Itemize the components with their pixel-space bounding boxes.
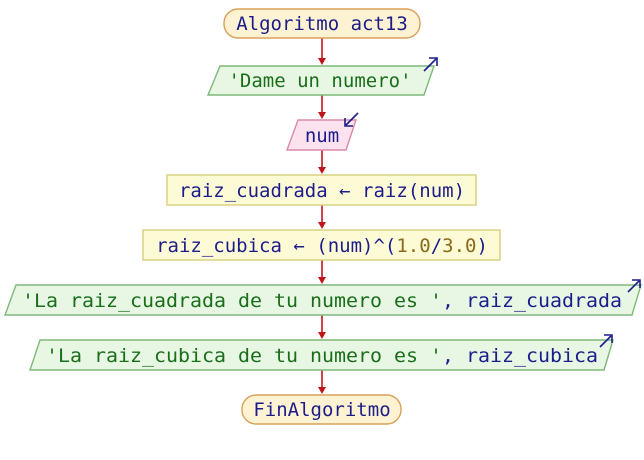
start-terminal-text: Algoritmo act13 <box>236 13 408 35</box>
process-block-1-text: raiz_cuadrada ← raiz(num) <box>179 180 465 202</box>
process-block-1: raiz_cuadrada ← raiz(num) <box>166 174 477 206</box>
output-block-2-text: 'La raiz_cuadrada de tu numero es ', rai… <box>22 290 622 312</box>
output-arrow-icon <box>627 279 641 293</box>
output-block-1-text: 'Dame un numero' <box>228 70 411 92</box>
start-terminal-shape <box>223 8 421 39</box>
end-terminal: FinAlgoritmo <box>241 394 402 425</box>
end-terminal-text: FinAlgoritmo <box>253 399 390 421</box>
output-block-1: 'Dame un numero' <box>206 57 438 96</box>
arrowhead-1 <box>318 58 326 65</box>
process-block-2-shape <box>142 229 501 261</box>
arrowhead-6 <box>318 332 326 339</box>
start-terminal: Algoritmo act13 <box>223 8 421 39</box>
arrowhead-3 <box>318 167 326 174</box>
process-block-1-shape <box>166 174 477 206</box>
input-block-1: num <box>285 112 359 151</box>
input-arrow-icon <box>344 112 359 127</box>
output-arrow-icon <box>423 57 438 72</box>
algoritmo-keyword: Algoritmo <box>236 13 339 35</box>
arrowhead-2 <box>318 112 326 119</box>
connectors <box>318 38 326 394</box>
input-block-1-text: num <box>305 125 339 147</box>
process-block-2-text: raiz_cubica ← (num)^(1.0/3.0) <box>156 235 488 257</box>
process-block-2: raiz_cubica ← (num)^(1.0/3.0) <box>142 229 501 261</box>
arrowhead-5 <box>318 277 326 284</box>
output-block-2: 'La raiz_cuadrada de tu numero es ', rai… <box>3 279 642 316</box>
output-block-3-shape <box>29 339 614 371</box>
input-block-1-shape <box>285 119 357 151</box>
output-block-3: 'La raiz_cubica de tu numero es ', raiz_… <box>29 334 614 371</box>
output-block-1-shape <box>206 65 435 96</box>
output-block-2-shape <box>3 284 642 316</box>
output-arrow-icon <box>599 334 613 348</box>
output-block-3-text: 'La raiz_cubica de tu numero es ', raiz_… <box>46 345 598 367</box>
end-terminal-shape <box>241 394 402 425</box>
algorithm-name: act13 <box>351 13 408 35</box>
arrowhead-4 <box>318 222 326 229</box>
arrowhead-7 <box>318 387 326 394</box>
